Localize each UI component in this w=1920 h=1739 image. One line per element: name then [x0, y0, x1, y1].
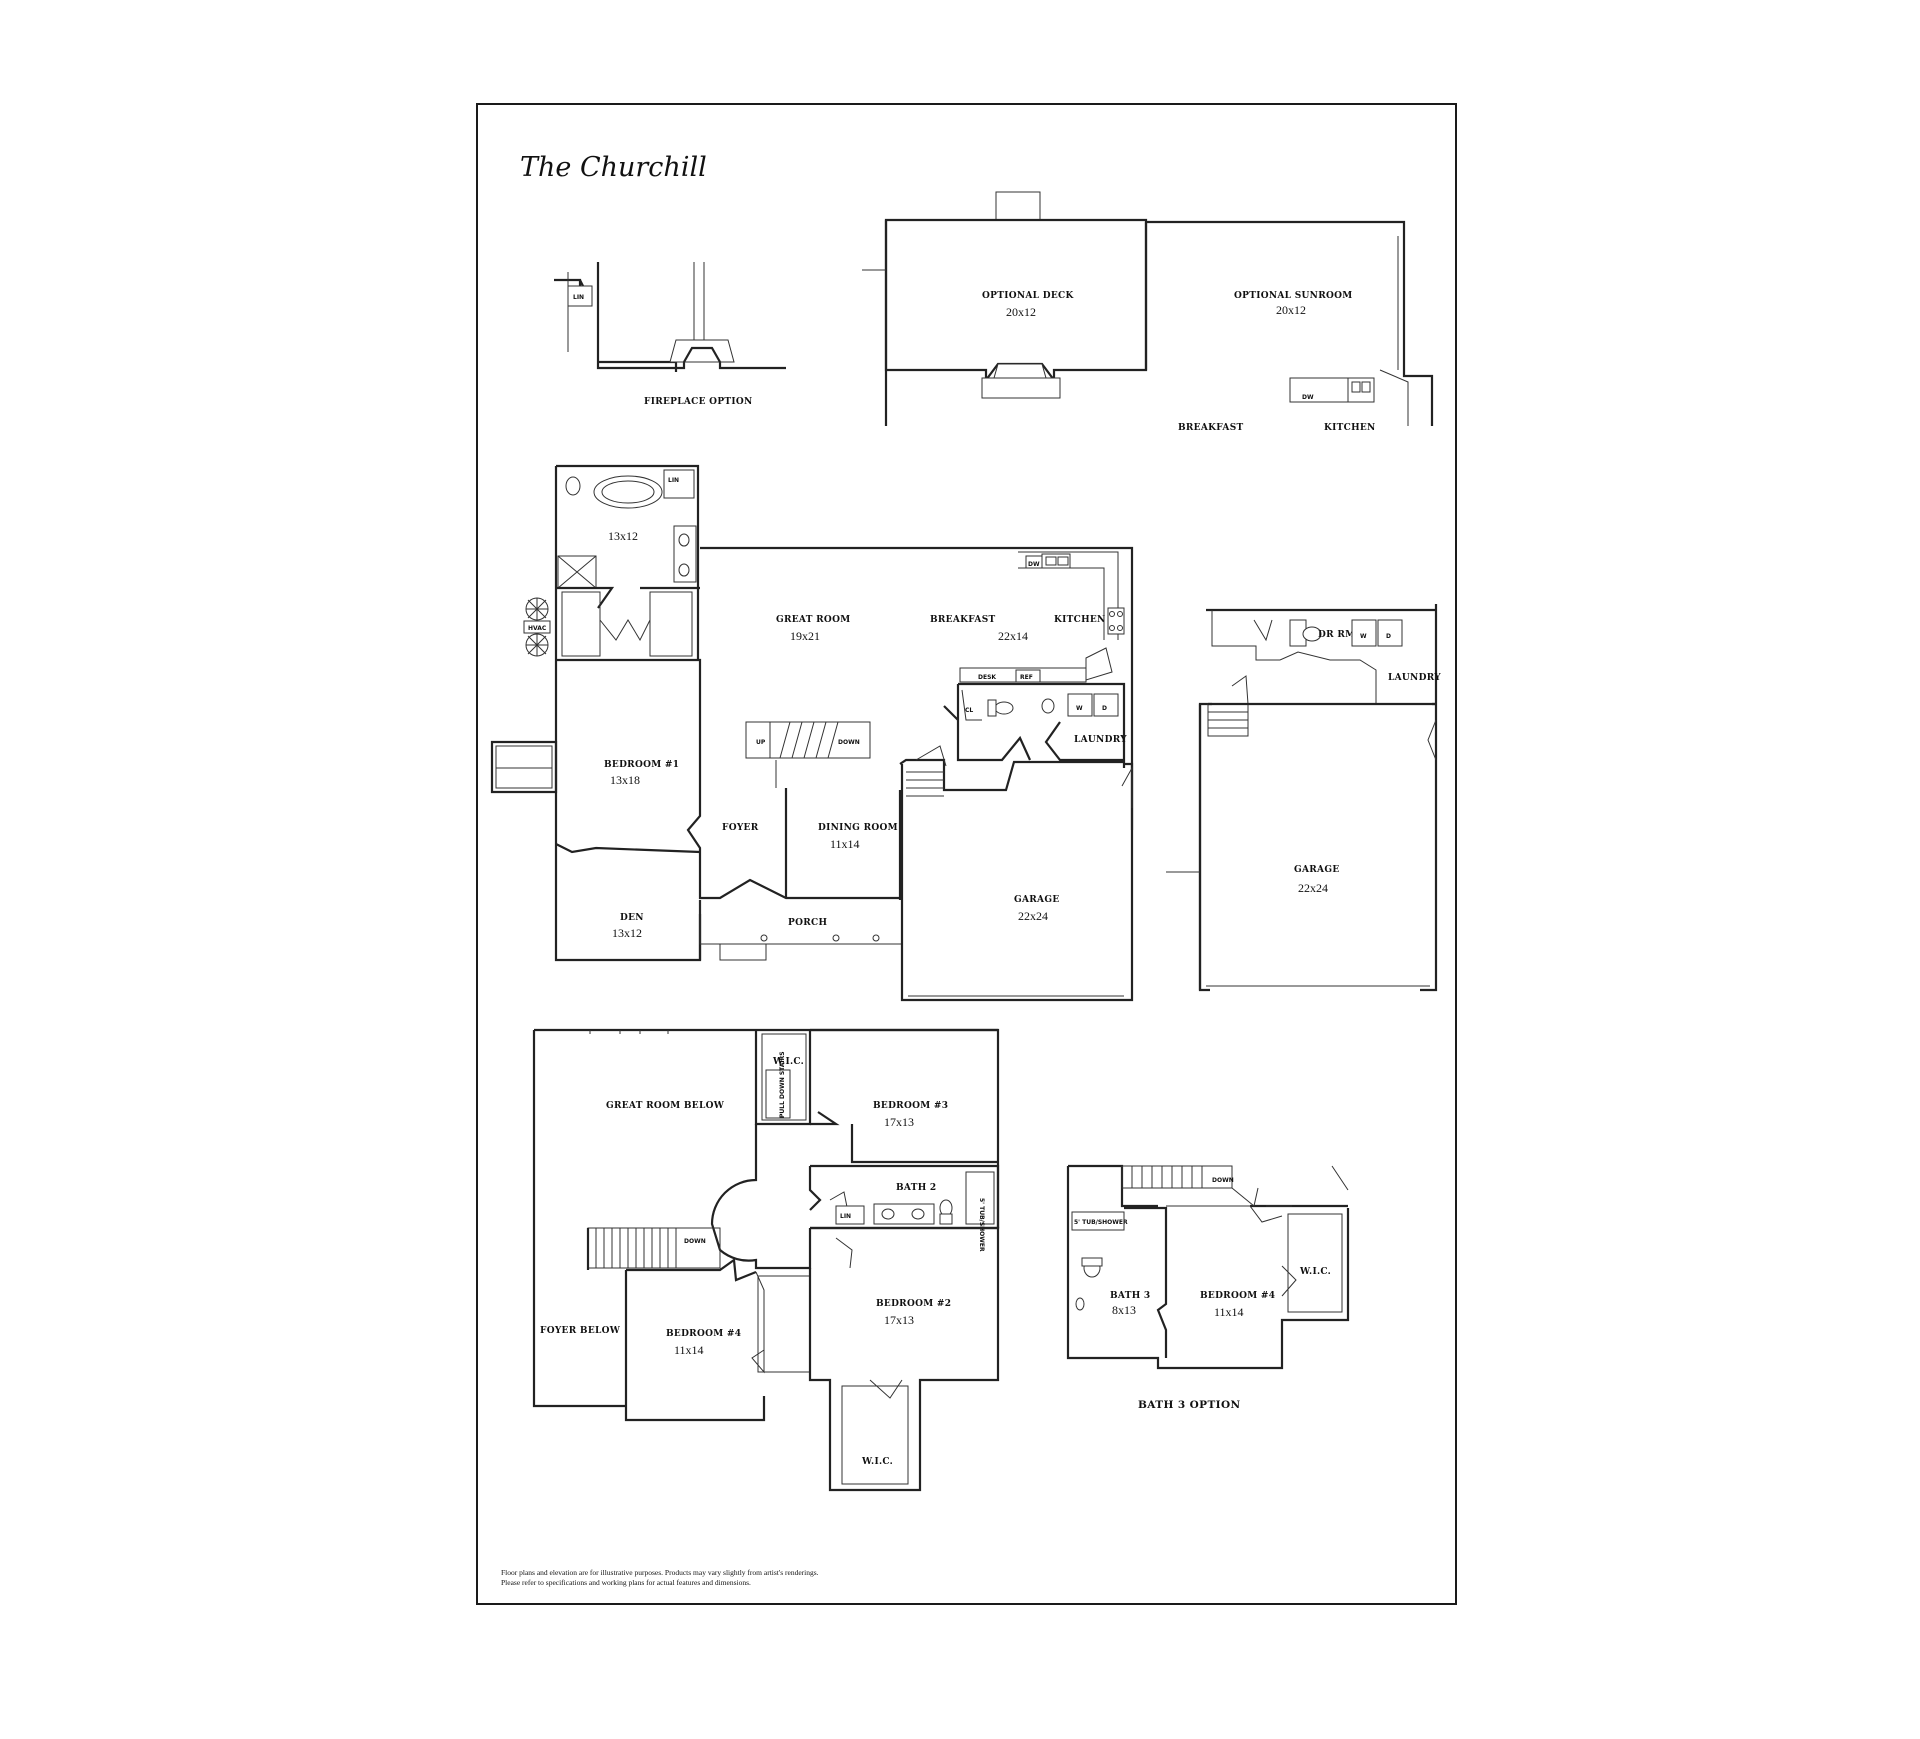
bedroom3-dim: 17x13 [884, 1115, 914, 1129]
great-room-label: GREAT ROOM [776, 615, 850, 625]
kitchen-label: KITCHEN [1054, 615, 1106, 625]
bath3-bedroom4-label: BEDROOM #4 [1200, 1291, 1275, 1301]
breakfast-dim: 22x14 [998, 629, 1028, 643]
garage-option-d-label: D [1386, 633, 1391, 640]
optional-deck-label: OPTIONAL DECK [982, 291, 1074, 301]
wic-top-label: W.I.C. [772, 1057, 804, 1067]
bedroom1-dim: 13x18 [610, 773, 640, 787]
bedroom2-dim: 17x13 [884, 1313, 914, 1327]
bath3-down-label: DOWN [1212, 1177, 1234, 1184]
bath3-bedroom4-dim: 11x14 [1214, 1305, 1244, 1319]
bedroom2-label: BEDROOM #2 [876, 1299, 951, 1309]
wic-bottom-label: W.I.C. [861, 1457, 893, 1467]
den-label: DEN [620, 913, 644, 923]
sunroom-kitchen-label: KITCHEN [1324, 423, 1376, 433]
plan-sheet [476, 103, 1457, 1605]
dining-room-label: DINING ROOM [818, 823, 898, 833]
bath3-dim: 8x13 [1112, 1303, 1136, 1317]
desk-label: DESK [978, 674, 996, 681]
great-room-below-label: GREAT ROOM BELOW [606, 1101, 725, 1111]
garage-option-w-label: W [1360, 633, 1367, 640]
foyer-below-label: FOYER BELOW [540, 1326, 621, 1336]
den-dim: 13x12 [612, 926, 642, 940]
bath2-label: BATH 2 [896, 1183, 937, 1193]
sunroom-dw-label: DW [1302, 394, 1314, 401]
sunroom-option: DW OPTIONAL DECK 20x12 OPTIONAL SUNROOM … [862, 191, 1434, 433]
laundry-d-label: D [1102, 705, 1107, 712]
fireplace-lin-label: LIN [573, 294, 584, 301]
sunroom-breakfast-label: BREAKFAST [1178, 423, 1244, 433]
bath3-label: BATH 3 [1110, 1291, 1151, 1301]
great-room-dim: 19x21 [790, 629, 820, 643]
bath3-option-caption: BATH 3 OPTION [1138, 1399, 1241, 1411]
garage-dim: 22x24 [1018, 909, 1048, 923]
hvac-label: HVAC [528, 625, 547, 632]
bath2-lin-label: LIN [840, 1213, 851, 1220]
bath3-wic-label: W.I.C. [1299, 1267, 1331, 1277]
optional-sunroom-dim: 20x12 [1276, 303, 1306, 317]
disclaimer-line-1: Floor plans and elevation are for illust… [501, 1568, 819, 1577]
breakfast-label: BREAKFAST [930, 615, 996, 625]
bedroom4-dim: 11x14 [674, 1343, 704, 1357]
cl-label: CL [965, 707, 973, 714]
bath3-option: DOWN 5' TUB/SHOWER BATH 3 8x13 BEDROOM #… [1066, 1164, 1350, 1411]
optional-deck-dim: 20x12 [1006, 305, 1036, 319]
master-bath-dim: 13x12 [608, 529, 638, 543]
ref-label: REF [1020, 674, 1033, 681]
kitchen-dw-label: DW [1028, 561, 1040, 568]
bath2-tub-label: 5' TUB/SHOWER [978, 1198, 985, 1252]
fireplace-option-caption: FIREPLACE OPTION [644, 397, 753, 407]
second-floor-plan: GREAT ROOM BELOW W.I.C. PULL DOWN STAIRS… [532, 1028, 1000, 1492]
bath3-tub-label: 5' TUB/SHOWER [1074, 1219, 1128, 1226]
pull-down-stairs-label: PULL DOWN STAIRS [779, 1051, 786, 1118]
dining-room-dim: 11x14 [830, 837, 860, 851]
bedroom1-label: BEDROOM #1 [604, 760, 679, 770]
garage-option-dr-rm-label: DR RM [1318, 630, 1355, 640]
garage-option: DR RM W D LAUNDRY GARAGE 22x24 [1166, 604, 1441, 992]
master-lin-label: LIN [668, 477, 679, 484]
garage-label: GARAGE [1014, 895, 1059, 905]
stairs-up-label: UP [756, 739, 766, 746]
foyer-label: FOYER [722, 823, 759, 833]
stairs-down-label: DOWN [838, 739, 860, 746]
optional-sunroom-label: OPTIONAL SUNROOM [1234, 291, 1353, 301]
garage-option-laundry-label: LAUNDRY [1388, 673, 1441, 683]
fireplace-option: LIN FIREPLACE OPTION [554, 262, 786, 407]
second-floor-down-label: DOWN [684, 1238, 706, 1245]
garage-option-dim: 22x24 [1298, 881, 1328, 895]
disclaimer-line-2: Please refer to specifications and worki… [501, 1578, 751, 1587]
bedroom3-label: BEDROOM #3 [873, 1101, 948, 1111]
laundry-w-label: W [1076, 705, 1083, 712]
first-floor-plan: LIN 13x12 HVAC BEDROOM #1 13x18 DEN 13x1… [490, 464, 1134, 1002]
bedroom4-label: BEDROOM #4 [666, 1329, 741, 1339]
plan-title: The Churchill [520, 152, 707, 183]
porch-label: PORCH [788, 918, 827, 928]
laundry-label: LAUNDRY [1074, 735, 1127, 745]
garage-option-label: GARAGE [1294, 865, 1339, 875]
